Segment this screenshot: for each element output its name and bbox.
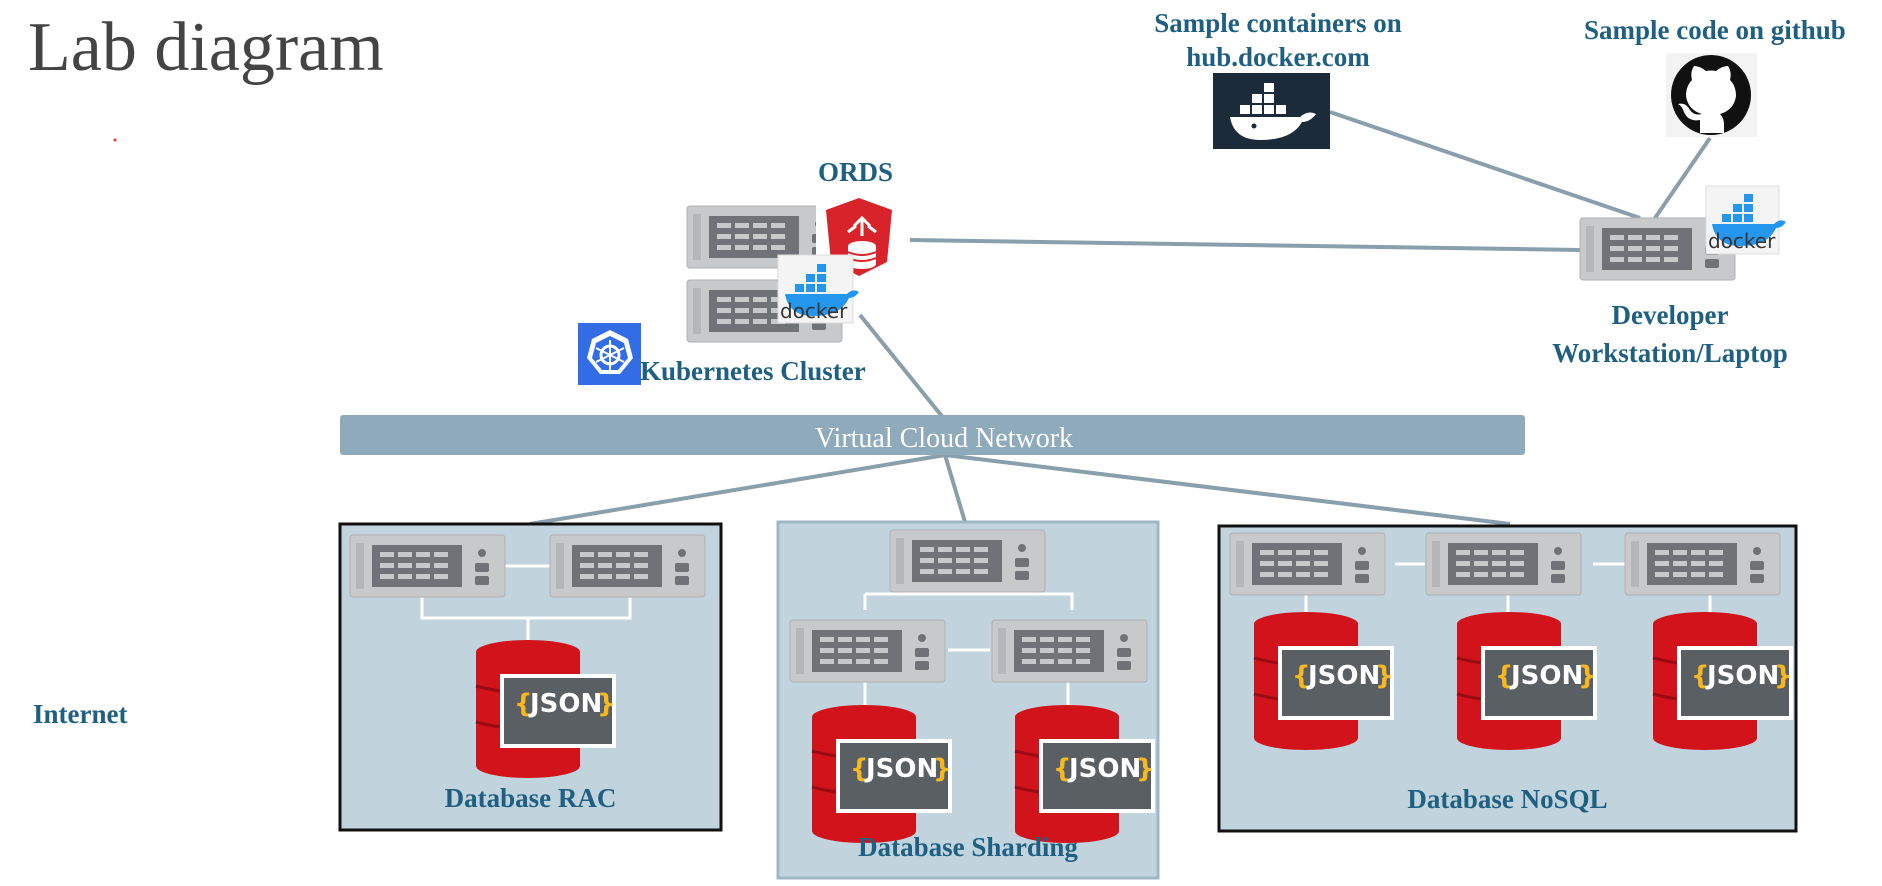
shard2-json-close-brace: } bbox=[1136, 754, 1155, 784]
shard-server-1 bbox=[789, 619, 946, 683]
cluster-to-vcn-link bbox=[858, 313, 947, 422]
page-title: Lab diagram bbox=[28, 9, 384, 86]
docker-hub-label: Sample containers on hub.docker.com bbox=[1138, 7, 1418, 75]
docker-hub-icon bbox=[1213, 73, 1330, 149]
vcn-bar bbox=[340, 415, 1525, 455]
docker-hub-label-line1: Sample containers on bbox=[1154, 8, 1402, 38]
nosql2-json-close-brace: } bbox=[1578, 661, 1597, 691]
vcn-to-nosql-link bbox=[944, 453, 1511, 526]
vcn-to-rac-link bbox=[529, 453, 946, 526]
shard1-json-close-brace: } bbox=[933, 754, 952, 784]
nosql-label: Database NoSQL bbox=[1407, 784, 1608, 814]
rac-label: Database RAC bbox=[444, 783, 617, 813]
developer-workstation-label: Developer Workstation/Laptop bbox=[1520, 297, 1820, 373]
vcn-to-sharding-link bbox=[943, 454, 967, 523]
vcn-label: Virtual Cloud Network bbox=[815, 423, 1074, 454]
kubernetes-icon bbox=[578, 323, 641, 385]
nosql-server-3 bbox=[1624, 532, 1781, 596]
nosql3-json-word: JSON bbox=[1705, 661, 1779, 691]
ords-to-workstation-link bbox=[909, 238, 1581, 252]
shard2-json-word: JSON bbox=[1067, 754, 1141, 784]
dockerhub-to-workstation-link bbox=[1329, 110, 1641, 220]
nosql3-json-open-brace: { bbox=[1691, 661, 1710, 691]
developer-label-line1: Developer bbox=[1611, 300, 1729, 330]
nosql2-json-word: JSON bbox=[1509, 661, 1583, 691]
cluster-docker-icon: docker bbox=[777, 254, 859, 324]
rac-json-word: JSON bbox=[528, 689, 602, 719]
nosql3-json-close-brace: } bbox=[1774, 661, 1793, 691]
rac-server-1 bbox=[349, 534, 506, 598]
shard2-json-open-brace: { bbox=[1053, 754, 1072, 784]
cluster-docker-text: docker bbox=[780, 299, 848, 323]
ords-label: ORDS bbox=[818, 157, 894, 187]
internet-label: Internet bbox=[33, 699, 128, 729]
nosql-server-2 bbox=[1425, 532, 1582, 596]
sharding-label: Database Sharding bbox=[858, 832, 1078, 862]
github-to-workstation-link bbox=[1653, 136, 1712, 220]
shard1-json-word: JSON bbox=[864, 754, 938, 784]
rac-json-close-brace: } bbox=[597, 689, 616, 719]
nosql-server-1 bbox=[1229, 532, 1386, 596]
sharding-catalog-server bbox=[889, 529, 1046, 593]
nosql1-json-word: JSON bbox=[1306, 661, 1380, 691]
workstation-docker-text: docker bbox=[1708, 229, 1776, 253]
workstation-docker-icon: docker bbox=[1705, 185, 1786, 255]
shard-server-2 bbox=[991, 619, 1148, 683]
docker-hub-label-line2: hub.docker.com bbox=[1186, 41, 1370, 72]
nosql2-json-open-brace: { bbox=[1495, 661, 1514, 691]
rac-json-open-brace: { bbox=[514, 689, 533, 719]
github-label: Sample code on github bbox=[1584, 15, 1846, 45]
kubernetes-cluster-label: Kubernetes Cluster bbox=[640, 356, 866, 386]
json-labels: { JSON } { JSON } { JSON } { JSON } { JS… bbox=[514, 661, 1793, 784]
developer-label-line2: Workstation/Laptop bbox=[1552, 337, 1788, 368]
nosql1-json-open-brace: { bbox=[1292, 661, 1311, 691]
connection-lines bbox=[529, 110, 1712, 526]
github-icon bbox=[1666, 53, 1757, 137]
nosql1-json-close-brace: } bbox=[1375, 661, 1394, 691]
shard1-json-open-brace: { bbox=[850, 754, 869, 784]
rac-server-2 bbox=[549, 534, 706, 598]
